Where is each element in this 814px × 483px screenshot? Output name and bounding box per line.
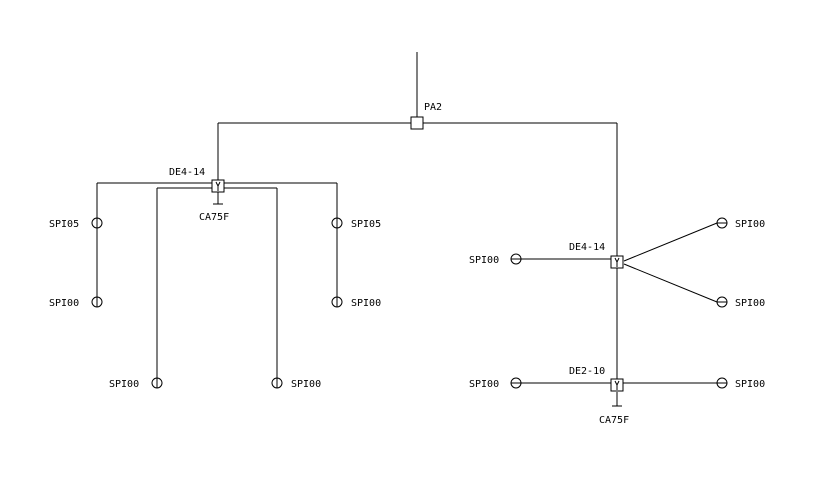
- right-lower-diag-wire: [623, 263, 718, 303]
- pa2-label: PA2: [424, 102, 442, 113]
- terminal-label: SPI00: [291, 379, 321, 390]
- left-junction-mark: [215, 181, 219, 187]
- terminal-label: SPI00: [469, 255, 499, 266]
- pa2-node[interactable]: [410, 116, 424, 130]
- right-junction-mark: [616, 257, 620, 263]
- left-junction-mark: [217, 181, 221, 187]
- right-junction-mark: [614, 380, 618, 386]
- right-upper-junction-label: DE4-14: [569, 242, 605, 253]
- right-ground-label: CA75F: [599, 415, 629, 426]
- terminal-label: SPI00: [735, 379, 765, 390]
- right-junction-mark: [614, 257, 618, 263]
- terminal-label: SPI00: [469, 379, 499, 390]
- right-lower-junction-label: DE2-10: [569, 366, 605, 377]
- terminal-label: SPI00: [109, 379, 139, 390]
- right-upper-diag-wire: [623, 222, 718, 262]
- terminal-label: SPI00: [735, 219, 765, 230]
- terminal-label: SPI05: [351, 219, 381, 230]
- terminal-label: SPI00: [735, 298, 765, 309]
- left-junction-label: DE4-14: [169, 167, 205, 178]
- right-junction-mark: [616, 380, 620, 386]
- left-ground-label: CA75F: [199, 212, 229, 223]
- terminal-label: SPI00: [351, 298, 381, 309]
- terminal-label: SPI05: [49, 219, 79, 230]
- terminal-label: SPI00: [49, 298, 79, 309]
